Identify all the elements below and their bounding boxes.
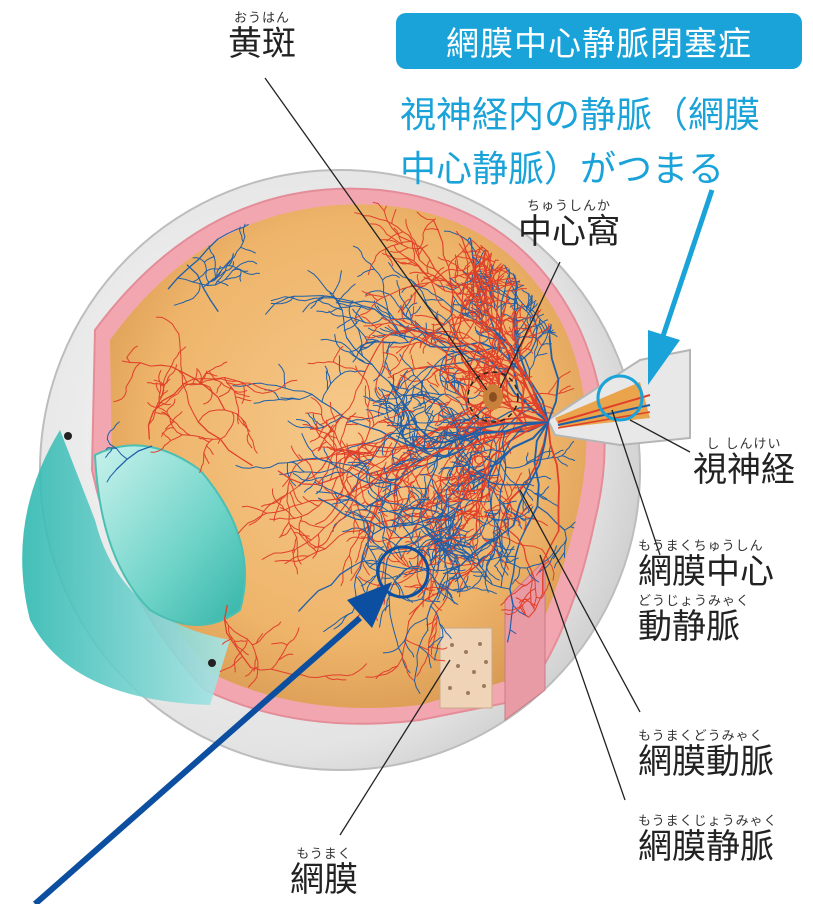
artery-segment [234, 641, 246, 642]
vein-segment [523, 501, 524, 511]
retina-sample-patch [440, 628, 492, 708]
artery-segment [346, 424, 358, 425]
label-macula: おうはん 黄斑 [228, 12, 296, 61]
subtitle-line-1: 視神経内の静脈（網膜 [400, 86, 760, 138]
label-retina: もうまく 網膜 [290, 848, 358, 897]
label-macula-text: 黄斑 [228, 27, 296, 61]
label-retinal-artery-text: 網膜動脈 [638, 745, 774, 779]
subtitle-line-2: 中心静脈）がつまる [400, 140, 724, 192]
label-retinal-artery: もうまくどうみゃく 網膜動脈 [638, 730, 774, 779]
label-central-vessels-text: 網膜中心 [638, 555, 774, 589]
label-fovea-text: 中心窩 [518, 215, 620, 249]
label-retinal-vein: もうまくじょうみゃく 網膜静脈 [638, 815, 778, 864]
vein-segment [458, 382, 459, 392]
label-retinal-vein-text: 網膜静脈 [638, 830, 778, 864]
label-optic-nerve-text: 視神経 [693, 453, 795, 487]
label-optic-nerve: し しんけい 視神経 [693, 438, 795, 487]
label-retina-text: 網膜 [290, 863, 358, 897]
title-badge: 網膜中心静脈閉塞症 [396, 13, 802, 69]
label-central-vessels-text2: 動静脈 [638, 610, 774, 644]
label-central-vessels: もうまくちゅうしん 網膜中心 どうじょうみゃく 動静脈 [638, 540, 774, 644]
label-fovea: ちゅうしんか 中心窩 [518, 200, 620, 249]
